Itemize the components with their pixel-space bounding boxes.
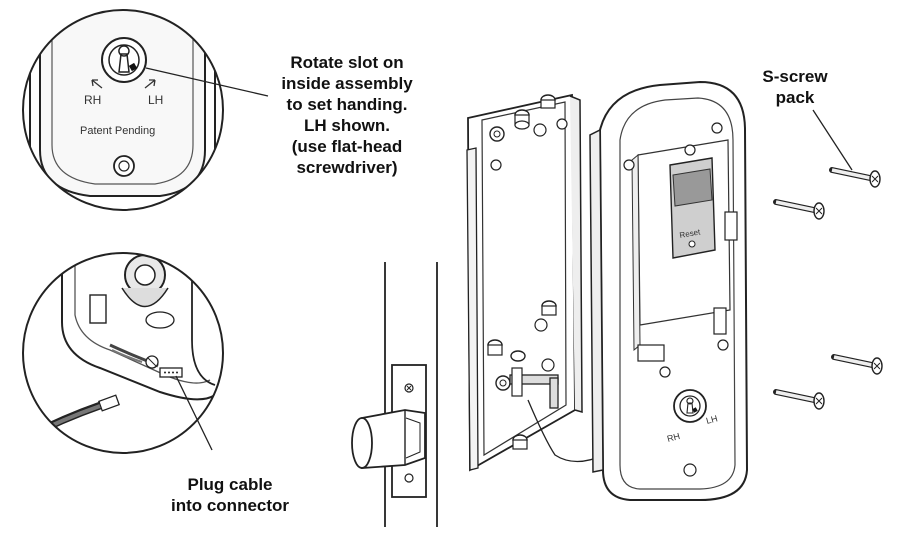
patent-pending-text: Patent Pending — [80, 125, 155, 137]
rh-label: RH — [84, 93, 101, 107]
s-screw-pack — [773, 109, 883, 410]
handing-callout: Rotate slot on inside assembly to set ha… — [262, 52, 432, 178]
cable-connector[interactable] — [159, 367, 183, 378]
handing-callout-line: screwdriver) — [296, 158, 398, 177]
rh-arrow-icon — [91, 79, 103, 89]
cable-callout-line: into connector — [170, 496, 290, 515]
screw-callout: S-screw pack — [740, 66, 850, 108]
reset-button[interactable] — [688, 240, 696, 248]
inside-assembly: Reset RH LH — [589, 80, 749, 501]
screw-4 — [773, 389, 825, 410]
handing-detail: RH LH Patent Pending — [22, 9, 269, 211]
keyhole-slot-icon — [118, 45, 130, 73]
cable-detail — [22, 252, 224, 454]
screw-3 — [831, 354, 883, 375]
screw-2 — [773, 199, 825, 220]
assembly-rh-label: RH — [666, 431, 681, 444]
cable-callout: Plug cable into connector — [160, 474, 300, 516]
cable-leader-line — [175, 375, 213, 451]
tailpiece — [509, 367, 559, 409]
lh-arrow-icon — [144, 79, 156, 89]
cable-plug[interactable] — [97, 394, 121, 412]
deadbolt — [351, 409, 426, 469]
cable-callout-line: Plug cable — [187, 475, 273, 494]
handing-leader-line — [145, 67, 269, 97]
plate-posts — [487, 94, 568, 450]
lh-label: LH — [148, 93, 163, 107]
reset-label: Reset — [679, 227, 702, 240]
handing-callout-line: inside assembly — [281, 74, 413, 93]
assembly-lh-label: LH — [705, 413, 719, 426]
screw-callout-line: pack — [775, 88, 815, 107]
handing-callout-line: to set handing. — [286, 95, 408, 114]
reset-module: Reset — [669, 157, 716, 259]
screw-callout-line: S-screw — [762, 67, 828, 86]
screw-leader-line — [812, 109, 853, 171]
screw-hole-icon — [113, 155, 135, 177]
handing-callout-line: LH shown. — [304, 116, 390, 135]
screw-1 — [829, 167, 881, 188]
mounting-plate — [466, 93, 605, 472]
handing-callout-line: Rotate slot on — [290, 53, 404, 72]
door-edge — [351, 262, 438, 527]
handing-callout-line: (use flat-head — [291, 137, 403, 156]
connecting-cable — [527, 399, 605, 463]
